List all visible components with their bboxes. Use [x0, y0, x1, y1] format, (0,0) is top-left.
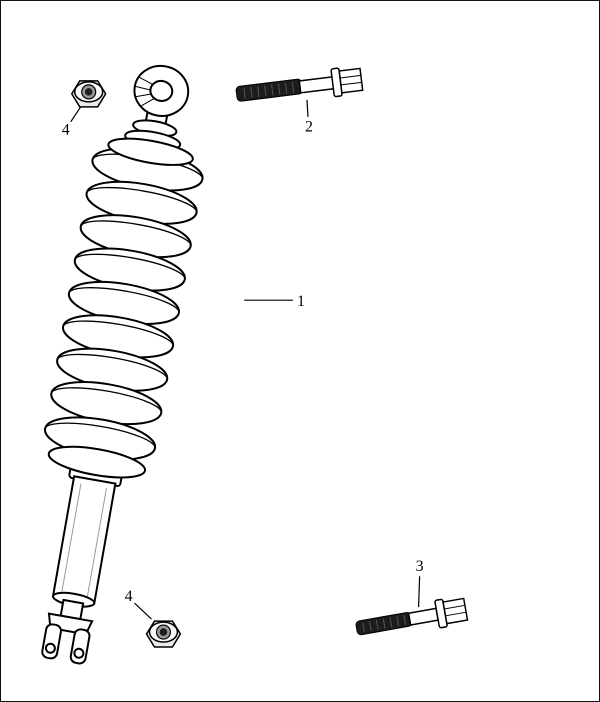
bolt-thread-ridges — [362, 614, 407, 633]
damper-shading-line — [86, 488, 107, 597]
top-eyelet-inner — [149, 79, 174, 102]
callout-label-4-lower: 4 — [125, 588, 133, 605]
bolt-head-facet — [445, 611, 467, 617]
leader-line-4-lower — [134, 602, 152, 620]
leader-line-3 — [418, 576, 421, 608]
lower-bolt — [355, 597, 469, 636]
fork-hole-right — [73, 647, 85, 659]
callout-label-3: 3 — [416, 558, 424, 575]
lower-spring-seat — [47, 445, 147, 479]
spring-coil-band — [85, 186, 198, 213]
fork-prong-left — [41, 623, 62, 660]
eyelet-hatching — [134, 76, 155, 107]
callout-leaders — [70, 99, 421, 620]
callout-label-1: 1 — [297, 293, 305, 310]
damper-shading-line — [61, 483, 82, 592]
spring-coil-band — [74, 253, 186, 280]
spring-coil-band — [68, 287, 180, 313]
leader-line-2 — [306, 99, 309, 117]
spring-coil-band — [80, 220, 192, 247]
spring-coil-band — [50, 387, 162, 413]
upper-bolt — [235, 67, 364, 102]
spring-coil-band — [44, 422, 156, 449]
callout-label-4-upper: 4 — [62, 122, 70, 139]
bolt-head-facet — [340, 74, 361, 79]
upper-spring-seat — [107, 137, 194, 166]
bolt-head — [338, 67, 364, 94]
shock-absorber-assembly — [41, 64, 204, 665]
lower-nut — [145, 620, 182, 648]
fork-hole-left — [44, 642, 56, 654]
callout-label-2: 2 — [305, 119, 313, 136]
fork-prong-right — [69, 628, 91, 665]
bolt-head — [442, 597, 469, 625]
bolt-thread-ridges — [243, 81, 295, 99]
spring-coil-band — [56, 353, 168, 380]
coil-spring — [44, 147, 204, 461]
callout-labels: 1 2 3 4 4 — [62, 119, 424, 605]
leader-line-4-upper — [70, 106, 82, 123]
spring-coil-band — [62, 320, 174, 347]
bolt-shank — [298, 75, 336, 94]
bolt-head-facet — [340, 81, 362, 86]
bolt-shank — [407, 607, 440, 626]
bolt-head-facet — [444, 604, 465, 610]
damper-body — [51, 475, 117, 605]
upper-nut — [71, 80, 107, 108]
